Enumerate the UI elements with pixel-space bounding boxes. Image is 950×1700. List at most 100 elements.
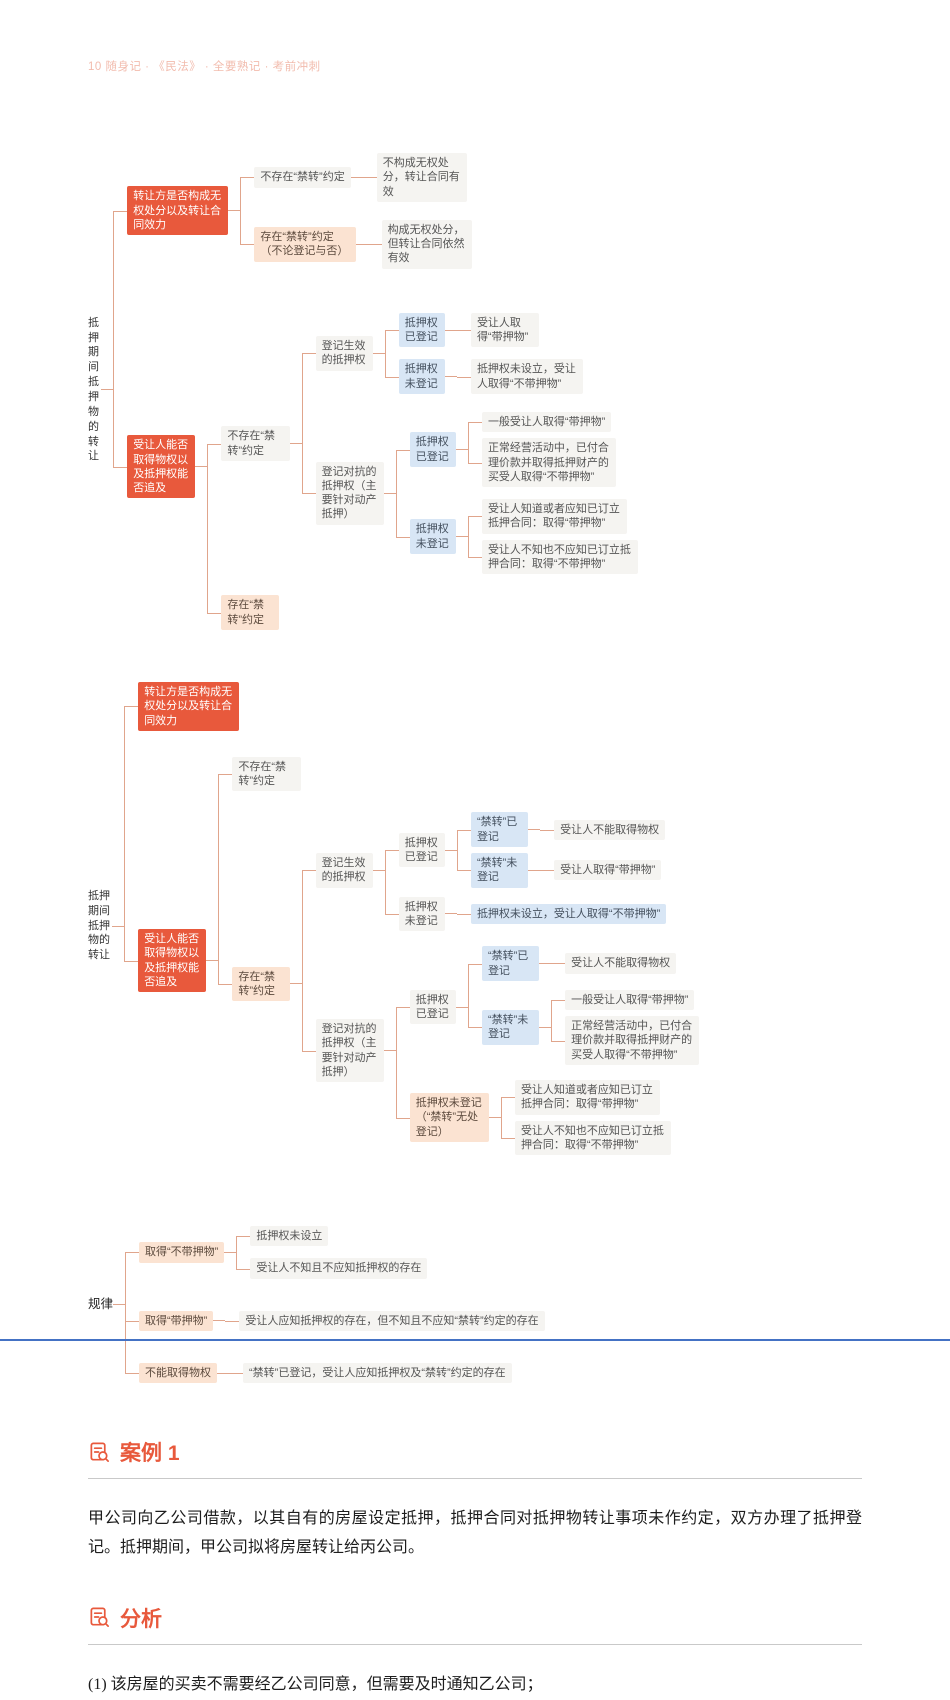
map-node: 抵押权未设立 xyxy=(250,1226,329,1247)
map-branch: 受让人能否取得物权以及抵押权能否追及不存在“禁转”约定存在“禁转”约定登记生效的… xyxy=(138,751,700,1170)
map-node: 抵押权未登记 xyxy=(398,359,445,394)
map-branch: 登记对抗的抵押权（主要针对动产抵押）抵押权已登记一般受让人取得“带押物”正常经营… xyxy=(315,406,639,580)
map-node: 抵押权未设立，受让人取得“不带押物” xyxy=(470,359,584,394)
map-children: 抵押权已登记一般受让人取得“带押物”正常经营活动中，已付合理价款并取得抵押财产的… xyxy=(395,406,639,580)
map-branch: 抵押期间抵押物的转让 转让方是否构成无权处分以及转让合同效力受让人能否取得物权以及… xyxy=(88,672,862,1180)
map-child: “禁转”已登记受让人不能取得物权 xyxy=(467,943,699,984)
map-child: 抵押权已登记“禁转”已登记受让人不能取得物权“禁转”未登记一般受让人取得“带押物… xyxy=(395,940,700,1074)
mindmap-mortgage-transfer-no-ban: 抵押期间抵押物的转让转让方是否构成无权处分以及转让合同效力不存在“禁转”约定不构… xyxy=(88,134,862,646)
map-child: 一般受让人取得“带押物” xyxy=(551,987,699,1014)
map-child: 受让人能否取得物权以及抵押权能否追及不存在“禁转”约定登记生效的抵押权抵押权已登… xyxy=(113,287,639,646)
case1-heading-text: 案例 1 xyxy=(120,1442,180,1466)
map-node: 一般受让人取得“带押物” xyxy=(565,989,695,1011)
map-connector xyxy=(372,869,385,871)
map-node: “禁转”未登记 xyxy=(470,853,529,888)
map-node: 规律 xyxy=(88,1297,114,1312)
map-child: “禁转”未登记 受让人取得“带押物” xyxy=(456,850,665,891)
map-branch: 不存在“禁转”约定 xyxy=(232,756,699,792)
map-node: 受让人不能取得物权 xyxy=(554,819,666,840)
map-branch: 一般受让人取得“带押物” xyxy=(481,411,616,433)
map-node: 取得“不带押物” xyxy=(139,1242,225,1263)
map-child: 受让人不知也不应知已订立抵押合同：取得“不带押物” xyxy=(500,1117,672,1159)
map-child: 一般受让人取得“带押物” xyxy=(467,409,616,436)
map-branch: 不能取得物权“禁转”已登记，受让人应知抵押权及“禁转”约定的存在 xyxy=(139,1357,545,1389)
map-connector xyxy=(206,960,219,961)
map-connector xyxy=(228,210,241,212)
map-children: 受让人知道或者应知已订立抵押合同：取得“带押物”受让人不知也不应知已订立抵押合同… xyxy=(500,1077,672,1159)
map-child: 存在“禁转”约定登记生效的抵押权抵押权已登记“禁转”已登记受让人不能取得物权“禁… xyxy=(218,797,700,1170)
map-node: 抵押权未设立，受让人取得“不带押物” xyxy=(470,903,667,925)
page-bottom-border xyxy=(0,1339,950,1341)
map-child: 抵押权未登记（“禁转”无处登记）受让人知道或者应知已订立抵押合同：取得“带押物”… xyxy=(395,1073,700,1161)
map-connector xyxy=(383,1050,396,1052)
map-children: 不构成无权处分，转让合同有效 xyxy=(362,150,467,205)
map-node: 转让方是否构成无权处分以及转让合同效力 xyxy=(127,186,229,236)
map-child: 受让人不能取得物权 xyxy=(551,950,677,976)
map-child: 受让人应知抵押权的存在，但不知且不应知“禁转”约定的存在 xyxy=(225,1305,545,1337)
map-children: 抵押权未设立，受让人取得“不带押物” xyxy=(456,901,667,927)
map-branch: 抵押权未设立，受让人取得“不带押物” xyxy=(470,903,667,925)
map-branch: 登记对抗的抵押权（主要针对动产抵押） 抵押权已登记 “禁转”已登记受让人不能取得物权… xyxy=(315,940,700,1161)
map-branch: 不存在“禁转”约定 不构成无权处分，转让合同有效 xyxy=(254,150,471,205)
map-branch: 转让方是否构成无权处分以及转让合同效力 xyxy=(138,681,699,731)
map-children: “禁转”已登记 受让人不能取得物权 “禁转”未登记 受让人取得“带押物” xyxy=(456,809,666,891)
map-node: 受让人知道或者应知已订立抵押合同：取得“带押物” xyxy=(481,499,628,534)
map-children: “禁转”已登记，受让人应知抵押权及“禁转”约定的存在 xyxy=(229,1357,512,1389)
analysis-heading-text: 分析 xyxy=(120,1607,162,1631)
map-children: 受让人取得“带押物” xyxy=(540,857,662,883)
map-connector xyxy=(488,1117,501,1119)
map-branch: 登记生效的抵押权抵押权已登记受让人取得“带押物”抵押权未登记抵押权未设立，受让人… xyxy=(315,307,639,400)
map-children: 转让方是否构成无权处分以及转让合同效力不存在“禁转”约定不构成无权处分，转让合同… xyxy=(113,134,639,646)
map-branch: 受让人知道或者应知已订立抵押合同：取得“带押物” xyxy=(481,499,638,534)
map-child: 存在“禁转”约定 xyxy=(207,589,638,636)
map-node: 抵押权已登记 xyxy=(409,989,456,1025)
map-branch: 转让方是否构成无权处分以及转让合同效力 不存在“禁转”约定 不构成无权处分，转让合同… xyxy=(127,144,638,278)
map-node: 抵押权未登记 xyxy=(398,896,445,932)
map-child: 转让方是否构成无权处分以及转让合同效力 xyxy=(124,672,699,741)
map-node: 不存在“禁转”约定 xyxy=(254,167,351,188)
map-connector xyxy=(528,829,541,831)
map-node: 正常经营活动中，已付合理价款并取得抵押财产的买受人取得“不带押物” xyxy=(481,438,617,488)
map-branch: 正常经营活动中，已付合理价款并取得抵押财产的买受人取得“不带押物” xyxy=(481,438,617,488)
map-connector xyxy=(355,243,368,245)
map-node: 受让人能否取得物权以及抵押权能否追及 xyxy=(138,928,207,993)
map-connector xyxy=(372,352,385,354)
map-child: 登记对抗的抵押权（主要针对动产抵押） 抵押权已登记 “禁转”已登记受让人不能取得物权… xyxy=(301,937,700,1164)
map-branch: 正常经营活动中，已付合理价款并取得抵押财产的买受人取得“不带押物” xyxy=(565,1016,700,1065)
map-child: 受让人不知也不应知已订立抵押合同：取得“不带押物” xyxy=(467,536,639,578)
map-branch: 抵押权已登记“禁转”已登记受让人不能取得物权“禁转”未登记受让人取得“带押物” xyxy=(398,809,667,891)
map-node: 受让人取得“带押物” xyxy=(470,312,540,348)
map-branch: 受让人取得“带押物” xyxy=(554,860,662,881)
map-branch: 抵押权未登记（“禁转”无处登记）受让人知道或者应知已订立抵押合同：取得“带押物”… xyxy=(409,1077,700,1159)
map-branch: 抵押权未登记抵押权未设立，受让人取得“不带押物” xyxy=(398,356,584,397)
map-branch: 存在“禁转”约定登记生效的抵押权抵押权已登记“禁转”已登记受让人不能取得物权“禁… xyxy=(232,803,700,1164)
map-connector xyxy=(101,389,114,391)
map-child: 不存在“禁转”约定登记生效的抵押权抵押权已登记受让人取得“带押物”抵押权未登记抵… xyxy=(207,298,639,590)
map-child: “禁转”已登记 受让人不能取得物权 xyxy=(456,809,666,850)
map-child: 正常经营活动中，已付合理价款并取得抵押财产的买受人取得“不带押物” xyxy=(467,435,617,490)
map-children: 一般受让人取得“带押物” 正常经营活动中，已付合理价款并取得抵押财产的买受人取得“… xyxy=(551,987,700,1068)
mindmap-rules-summary: 规律取得“不带押物”抵押权未设立受让人不知且不应知抵押权的存在取得“带押物”受让… xyxy=(88,1210,862,1399)
map-branch: 抵押权未设立，受让人取得“不带押物” xyxy=(470,359,584,394)
map-node: 不存在“禁转”约定 xyxy=(221,426,290,461)
map-branch: 受让人应知抵押权的存在，但不知且不应知“禁转”约定的存在 xyxy=(239,1310,545,1332)
map-connector xyxy=(112,925,125,927)
map-node: 转让方是否构成无权处分以及转让合同效力 xyxy=(138,681,240,731)
map-children: 抵押权已登记受让人取得“带押物”抵押权未登记抵押权未设立，受让人取得“不带押物” xyxy=(384,307,584,400)
map-node: “禁转”已登记 xyxy=(470,812,529,848)
map-connector xyxy=(444,376,457,378)
map-node: 登记对抗的抵押权（主要针对动产抵押） xyxy=(315,1019,384,1083)
map-child: 抵押权未登记受让人知道或者应知已订立抵押合同：取得“带押物”受让人不知也不应知已… xyxy=(395,493,639,580)
map-node: 登记对抗的抵押权（主要针对动产抵押） xyxy=(315,461,384,525)
map-child: 登记生效的抵押权抵押权已登记“禁转”已登记受让人不能取得物权“禁转”未登记受让人… xyxy=(301,803,700,937)
map-node: 构成无权处分，但转让合同依然有效 xyxy=(381,219,472,269)
map-connector xyxy=(289,983,302,985)
map-node: “禁转”已登记，受让人应知抵押权及“禁转”约定的存在 xyxy=(243,1363,512,1384)
map-node: 不构成无权处分，转让合同有效 xyxy=(376,153,467,202)
map-node: 正常经营活动中，已付合理价款并取得抵押财产的买受人取得“不带押物” xyxy=(565,1016,700,1065)
map-branch: “禁转”已登记，受让人应知抵押权及“禁转”约定的存在 xyxy=(243,1363,512,1384)
map-node: 抵押期间抵押物的转让 xyxy=(88,889,110,962)
map-child: 抵押权未设立 xyxy=(236,1220,427,1253)
page-header-note: 10 随身记 · 《民法》 · 全要熟记 · 考前冲刺 xyxy=(88,61,321,73)
map-children: 抵押权未设立受让人不知且不应知抵押权的存在 xyxy=(236,1220,428,1285)
